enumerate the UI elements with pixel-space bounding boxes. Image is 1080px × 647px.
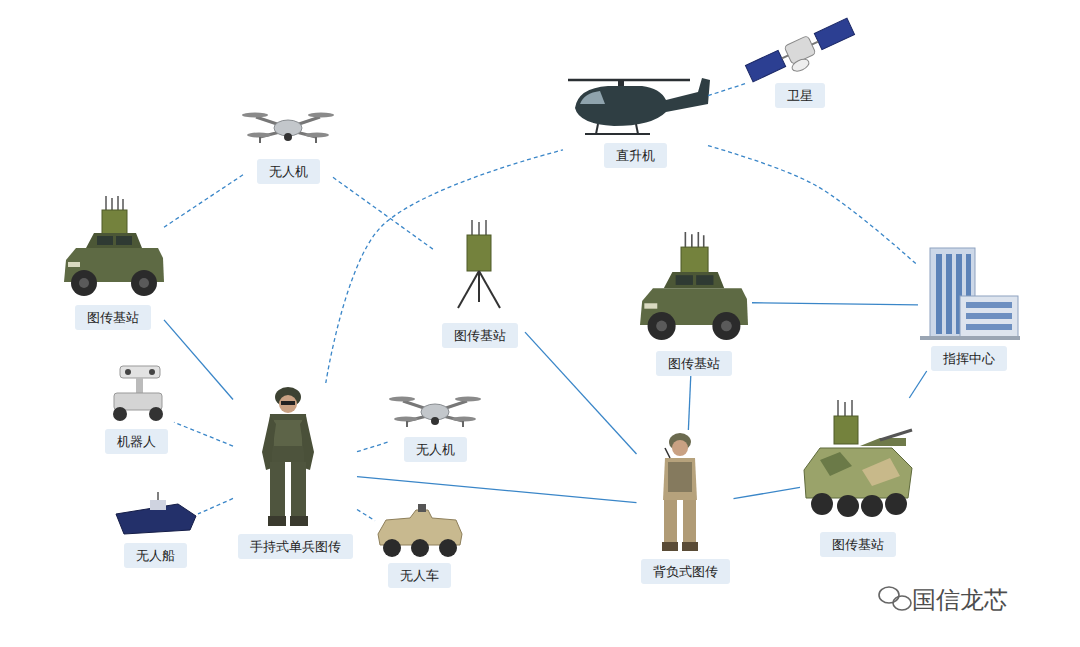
link-line [909, 371, 926, 398]
node-label: 无人机 [404, 437, 467, 462]
device-node: 无人机 [243, 106, 333, 184]
device-node: 手持式单兵图传 [233, 383, 357, 559]
device-node: 图传基站 [62, 192, 164, 330]
soldier-icon [662, 433, 698, 551]
device-node: 图传基站 [636, 228, 752, 376]
vehicle-icon [64, 196, 164, 296]
link-line [164, 320, 233, 400]
device-node: 直升机 [563, 70, 708, 168]
robot-icon [113, 366, 163, 421]
vehicle-icon [640, 232, 748, 340]
link-line [198, 498, 233, 513]
building-icon [920, 248, 1020, 340]
soldier-icon [262, 387, 314, 526]
boat-icon [116, 492, 196, 534]
link-line [164, 175, 243, 227]
link-line [357, 441, 390, 451]
link-line [525, 332, 637, 454]
node-label: 无人机 [257, 159, 320, 184]
device-node: 无人机 [390, 393, 480, 462]
tripod-station-icon [458, 220, 500, 308]
link-line [326, 150, 563, 383]
device-node: 卫星 [745, 24, 855, 108]
ugv-icon [378, 504, 462, 557]
node-label: 指挥中心 [931, 346, 1007, 371]
link-line [333, 177, 435, 250]
node-label: 背负式图传 [641, 559, 730, 584]
node-label: 无人车 [388, 563, 451, 588]
device-node: 图传基站 [800, 398, 916, 557]
link-line [688, 376, 690, 430]
watermark: 国信龙芯 [912, 584, 1008, 616]
drone-icon [389, 397, 481, 428]
satellite-icon [745, 17, 859, 91]
wechat-icon [879, 587, 911, 610]
node-label: 图传基站 [442, 323, 518, 348]
link-line [357, 510, 375, 521]
link-line [734, 487, 801, 498]
device-node: 背负式图传 [637, 430, 734, 584]
node-label: 图传基站 [75, 305, 151, 330]
node-label: 图传基站 [820, 532, 896, 557]
device-node: 无人车 [375, 508, 463, 588]
node-label: 机器人 [105, 429, 168, 454]
device-node: 指挥中心 [918, 240, 1020, 371]
helicopter-icon [568, 78, 710, 134]
link-line [708, 146, 918, 266]
drone-icon [242, 113, 334, 144]
node-label: 手持式单兵图传 [238, 534, 353, 559]
device-node: 无人船 [112, 498, 198, 568]
link-line [708, 84, 745, 96]
link-line [174, 422, 233, 446]
device-node: 图传基站 [435, 218, 525, 348]
device-node: 机器人 [98, 360, 174, 454]
link-line [752, 303, 918, 305]
armored-vehicle-icon [804, 400, 912, 517]
node-label: 无人船 [124, 543, 187, 568]
link-line [357, 477, 637, 503]
node-label: 卫星 [775, 83, 825, 108]
node-label: 直升机 [604, 143, 667, 168]
node-label: 图传基站 [656, 351, 732, 376]
